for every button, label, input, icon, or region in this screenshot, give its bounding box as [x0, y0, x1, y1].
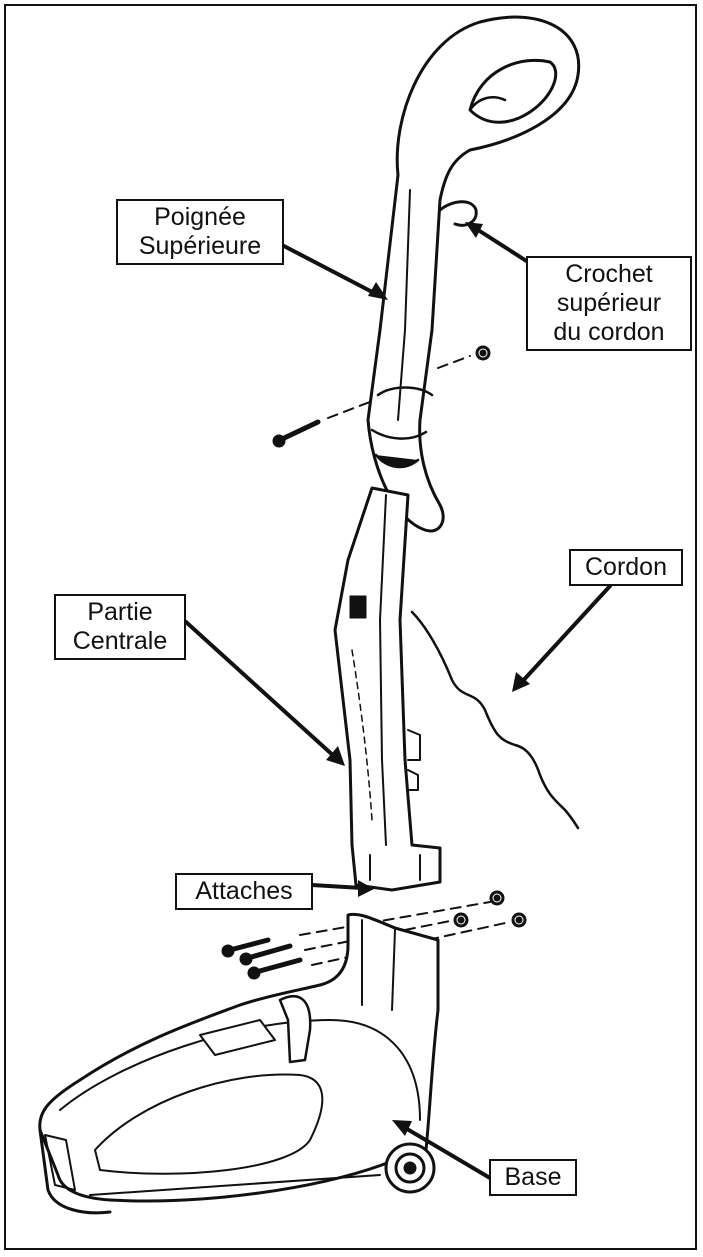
leader-arrows	[184, 222, 612, 1180]
label-cord-hook: Crochet supérieur du cordon	[526, 256, 692, 351]
diagram-frame	[4, 4, 697, 1250]
label-middle-section: Partie Centrale	[54, 594, 186, 660]
label-cord-text: Cordon	[585, 553, 667, 581]
arrow-cord	[518, 584, 612, 686]
label-base-text: Base	[504, 1163, 562, 1191]
label-middle-section-line1: Partie	[87, 598, 153, 626]
middle-section-part	[333, 486, 442, 892]
label-fasteners-text: Attaches	[195, 877, 293, 905]
arrow-middle-section	[184, 620, 338, 760]
arrowhead-fasteners	[358, 880, 374, 897]
arrow-fasteners	[310, 883, 364, 890]
base-part	[38, 912, 440, 1215]
upper-handle-part	[366, 15, 581, 533]
label-cord-hook-line2: supérieur	[556, 289, 662, 317]
label-cord: Cordon	[569, 549, 683, 586]
label-cord-hook-line3: du cordon	[553, 318, 665, 346]
label-fasteners: Attaches	[175, 873, 313, 910]
arrow-cord-hook	[473, 226, 530, 264]
label-upper-handle: Poignée Supérieure	[116, 199, 284, 265]
cord-part	[410, 610, 580, 830]
label-middle-section-line2: Centrale	[72, 627, 168, 655]
arrowhead-middle-section	[326, 746, 345, 766]
arrow-base	[400, 1124, 492, 1180]
arrowhead-cord-hook	[465, 222, 483, 238]
label-upper-handle-line1: Poignée	[154, 203, 246, 231]
label-upper-handle-line2: Supérieure	[138, 232, 262, 260]
arrow-upper-handle	[280, 243, 380, 297]
arrowhead-base	[392, 1120, 412, 1136]
arrowhead-cord	[512, 672, 530, 692]
arrowhead-upper-handle	[368, 282, 388, 300]
upper-screw	[272, 345, 491, 448]
label-cord-hook-line1: Crochet	[565, 260, 653, 288]
label-base: Base	[489, 1159, 577, 1196]
